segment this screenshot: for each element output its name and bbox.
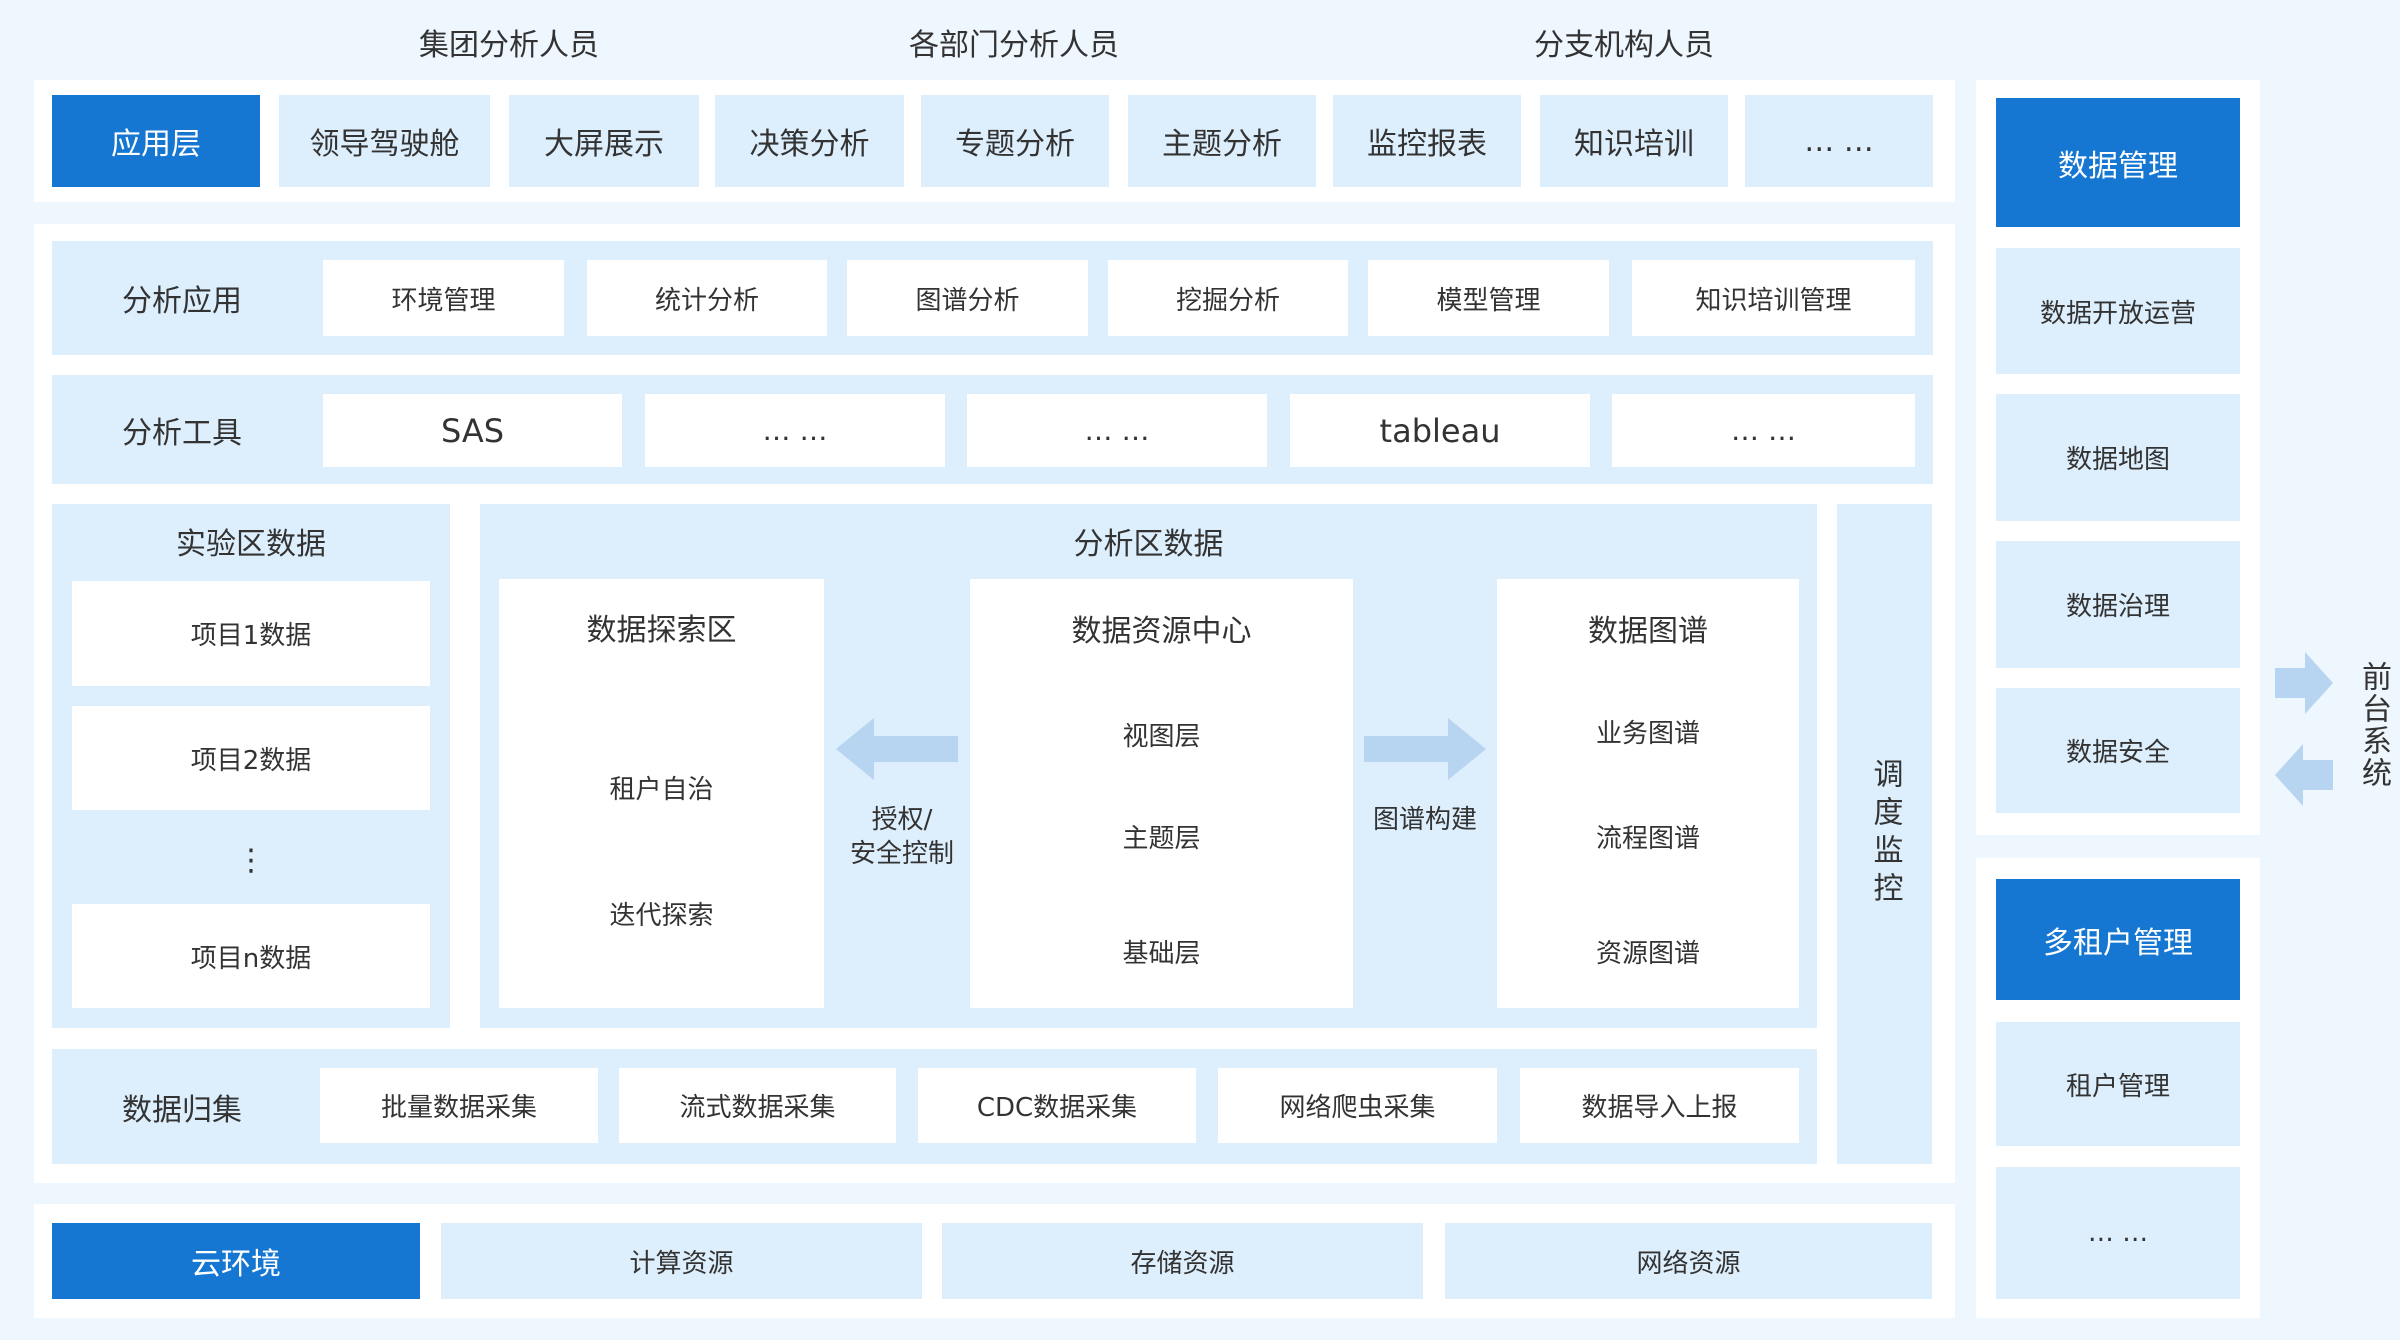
cloud-resource: 计算资源 bbox=[441, 1223, 922, 1299]
tenant-management-item: … … bbox=[1996, 1167, 2240, 1299]
app-item: 专题分析 bbox=[921, 95, 1109, 187]
analysis-app-item: 模型管理 bbox=[1368, 260, 1609, 336]
analysis-app-item: 环境管理 bbox=[323, 260, 564, 336]
data-explore-item: 租户自治 bbox=[609, 774, 714, 805]
app-item: 领导驾驶舱 bbox=[279, 95, 490, 187]
graph-build-label: 图谱构建 bbox=[1372, 804, 1477, 835]
analysis-tools-label: 分析工具 bbox=[122, 415, 242, 451]
data-management-item: 数据地图 bbox=[1996, 394, 2240, 521]
app-layer-label: 应用层 bbox=[52, 95, 260, 187]
data-resource-title: 数据资源中心 bbox=[1071, 614, 1252, 649]
analysis-tool-item: … … bbox=[1612, 394, 1915, 467]
lab-data-item: 项目n数据 bbox=[72, 904, 430, 1008]
data-explore-title: 数据探索区 bbox=[586, 613, 737, 648]
cloud-resource: 网络资源 bbox=[1445, 1223, 1932, 1299]
graph-item: 业务图谱 bbox=[1595, 718, 1700, 749]
app-item: 大屏展示 bbox=[509, 95, 699, 187]
collection-item: 批量数据采集 bbox=[320, 1068, 598, 1143]
analysis-app-item: 挖掘分析 bbox=[1108, 260, 1348, 336]
lab-data-item: 项目1数据 bbox=[72, 581, 430, 686]
data-collection-label: 数据归集 bbox=[122, 1092, 242, 1128]
resource-layer: 主题层 bbox=[1122, 823, 1201, 854]
data-management-item: 数据开放运营 bbox=[1996, 248, 2240, 374]
lab-data-item: 项目2数据 bbox=[72, 706, 430, 810]
data-management-item: 数据安全 bbox=[1996, 688, 2240, 813]
app-item: 监控报表 bbox=[1333, 95, 1521, 187]
lab-data-ellipsis: ⋮ bbox=[236, 842, 266, 878]
app-item: … … bbox=[1745, 95, 1933, 187]
collection-item: 流式数据采集 bbox=[619, 1068, 896, 1143]
analysis-tool-item: SAS bbox=[323, 394, 622, 467]
analysis-apps-label: 分析应用 bbox=[122, 284, 242, 319]
data-graph-box bbox=[1497, 579, 1799, 1008]
arrow-right-icon bbox=[1364, 718, 1486, 780]
analysis-tool-item: … … bbox=[967, 394, 1267, 467]
scheduling-monitor-label: 调度监控 bbox=[1867, 758, 1903, 910]
data-management-title: 数据管理 bbox=[1996, 98, 2240, 227]
cloud-resource: 存储资源 bbox=[942, 1223, 1423, 1299]
resource-layer: 基础层 bbox=[1122, 938, 1201, 969]
user-group-label: 各部门分析人员 bbox=[909, 28, 1119, 63]
tenant-management-title: 多租户管理 bbox=[1996, 879, 2240, 1000]
analysis-tool-item: tableau bbox=[1290, 394, 1590, 467]
data-explore-box bbox=[499, 579, 824, 1008]
tenant-management-item: 租户管理 bbox=[1996, 1022, 2240, 1146]
analysis-app-item: 图谱分析 bbox=[847, 260, 1088, 336]
arrow-left-icon bbox=[2275, 744, 2333, 806]
analysis-tool-item: … … bbox=[645, 394, 945, 467]
graph-item: 流程图谱 bbox=[1595, 823, 1700, 854]
auth-label: 授权/ bbox=[871, 804, 933, 835]
app-item: 决策分析 bbox=[715, 95, 904, 187]
collection-item: 数据导入上报 bbox=[1520, 1068, 1799, 1143]
data-management-item: 数据治理 bbox=[1996, 541, 2240, 668]
cloud-label: 云环境 bbox=[52, 1223, 420, 1299]
collection-item: CDC数据采集 bbox=[918, 1068, 1196, 1143]
analysis-data-title: 分析区数据 bbox=[1073, 527, 1224, 562]
lab-data-title: 实验区数据 bbox=[176, 527, 326, 562]
front-system-column: 前台系统 bbox=[2350, 640, 2396, 810]
app-item: 主题分析 bbox=[1128, 95, 1316, 187]
scheduling-monitor-column: 调度监控 bbox=[1837, 504, 1932, 1164]
analysis-app-item: 统计分析 bbox=[587, 260, 827, 336]
graph-item: 资源图谱 bbox=[1595, 938, 1700, 969]
arrow-left-icon bbox=[836, 718, 958, 780]
data-explore-item: 迭代探索 bbox=[609, 900, 714, 931]
front-system-label: 前台系统 bbox=[2356, 661, 2391, 789]
analysis-app-item: 知识培训管理 bbox=[1632, 260, 1915, 336]
data-resource-center-box bbox=[970, 579, 1353, 1008]
data-graph-title: 数据图谱 bbox=[1588, 614, 1708, 649]
arrow-right-icon bbox=[2275, 652, 2333, 714]
app-item: 知识培训 bbox=[1540, 95, 1728, 187]
security-control-label: 安全控制 bbox=[849, 838, 954, 869]
resource-layer: 视图层 bbox=[1122, 721, 1201, 752]
user-group-label: 集团分析人员 bbox=[419, 28, 599, 63]
collection-item: 网络爬虫采集 bbox=[1218, 1068, 1497, 1143]
user-group-label: 分支机构人员 bbox=[1534, 28, 1714, 63]
